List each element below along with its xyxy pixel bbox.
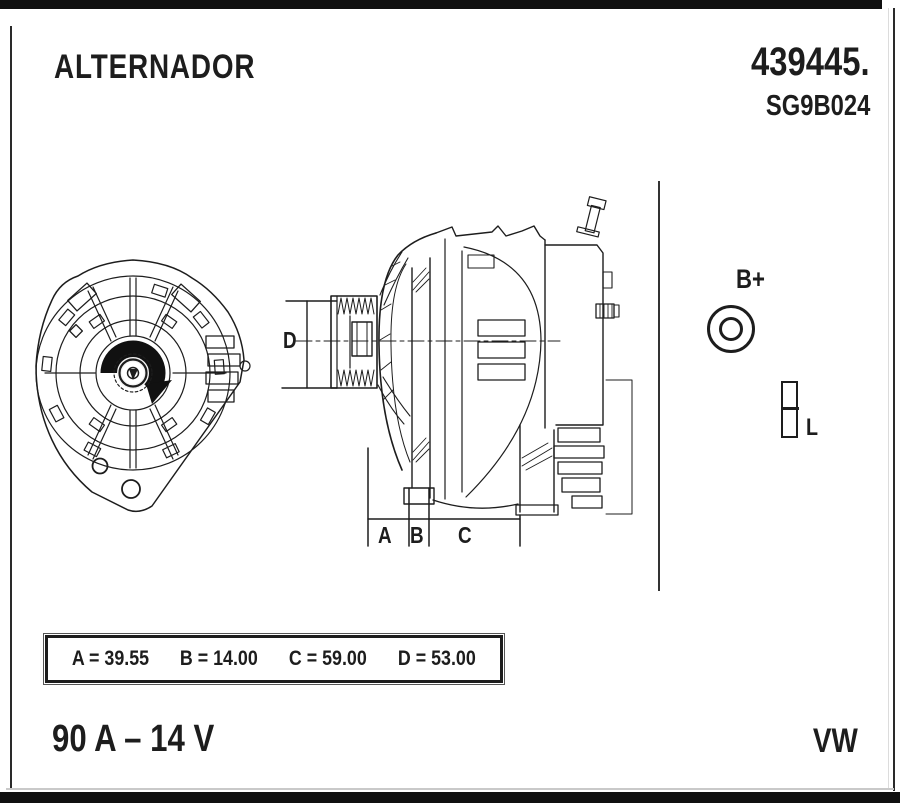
dimension-value-c: C = 59.00 — [289, 647, 367, 670]
dimension-label-b: B — [410, 522, 424, 548]
section-divider-line — [658, 181, 660, 591]
rear-housing — [515, 196, 633, 516]
left-border-line — [10, 26, 12, 790]
drive-end-housing — [378, 232, 437, 471]
bottom-faint-line — [6, 788, 894, 790]
dimension-abc-lines — [367, 447, 521, 547]
regulator-stack — [553, 427, 605, 509]
alternator-front-view — [35, 259, 251, 513]
vent-slots — [41, 283, 225, 459]
terminal-b-plus-icon — [707, 305, 755, 353]
dimensions-table: A = 39.55 B = 14.00 C = 59.00 D = 53.00 — [43, 633, 505, 685]
mounting-hole — [91, 457, 109, 475]
part-number: 439445. — [751, 40, 870, 84]
front-mounting-ear — [403, 257, 435, 505]
page-title: ALTERNADOR — [54, 48, 256, 86]
terminal-l-label: L — [806, 414, 819, 441]
rear-mounting-foot — [515, 424, 559, 516]
electrical-rating: 90 A – 14 V — [52, 718, 215, 760]
terminal-l-icon-divider — [781, 407, 799, 410]
mounting-lugs — [67, 282, 251, 403]
pulley — [330, 295, 378, 389]
right-border-line-faint — [888, 8, 889, 790]
shaft-hub — [113, 353, 153, 393]
right-border-line — [893, 8, 895, 791]
part-code: SG9B024 — [765, 90, 870, 122]
vehicle-brand: VW — [813, 722, 858, 760]
pulley-shadow-arc — [100, 340, 172, 404]
dimension-label-c: C — [458, 522, 472, 548]
mounting-hole — [121, 479, 141, 499]
fan-spokes — [44, 277, 227, 469]
dimension-value-d: D = 53.00 — [397, 647, 476, 670]
side-bracket — [605, 379, 633, 515]
stator-body — [432, 225, 546, 509]
top-bolt — [576, 196, 607, 238]
dimension-value-a: A = 39.55 — [72, 647, 150, 670]
dimension-label-d: D — [283, 327, 297, 353]
dimension-d-lines — [281, 300, 338, 389]
alternator-side-view — [281, 196, 633, 547]
dimension-value-b: B = 14.00 — [180, 647, 259, 670]
terminal-b-plus-icon-inner — [719, 317, 743, 341]
shaft-nut — [351, 321, 373, 357]
b-plus-terminal-stud — [595, 303, 620, 319]
terminal-b-plus-label: B+ — [736, 264, 765, 294]
top-border-bar — [0, 0, 882, 9]
fan-edge — [377, 251, 411, 425]
dimension-label-a: A — [378, 522, 392, 548]
bottom-border-bar — [0, 792, 900, 803]
